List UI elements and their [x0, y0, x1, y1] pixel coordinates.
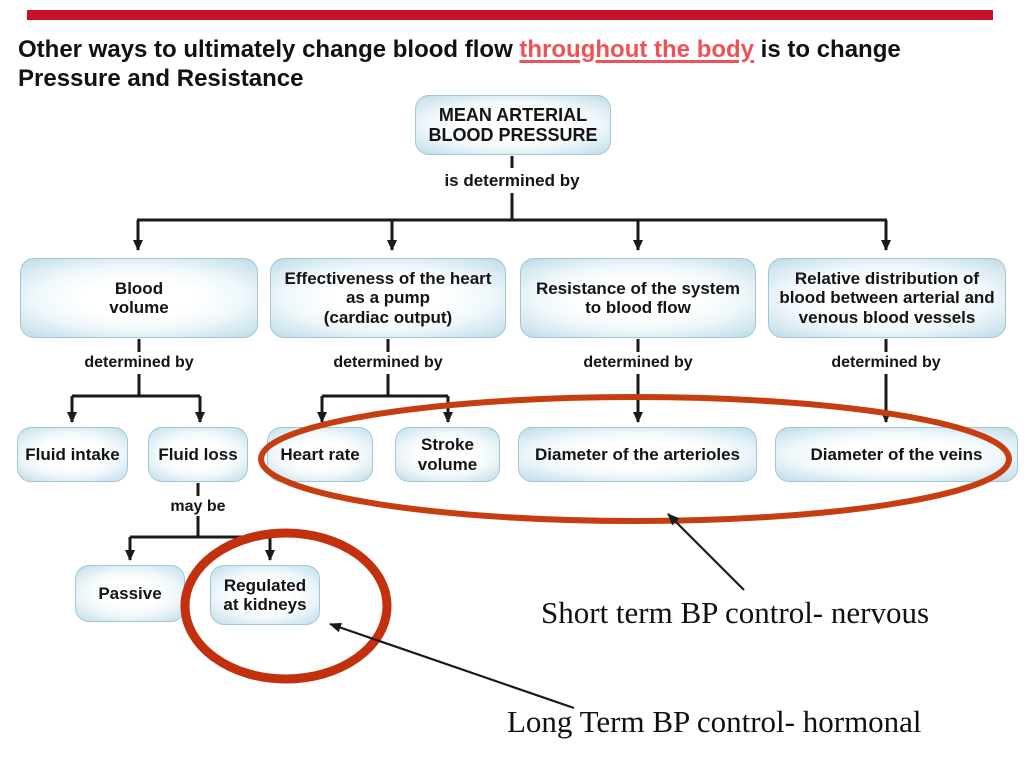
node-heart-rate: Heart rate	[267, 427, 373, 482]
node-diameter-veins: Diameter of the veins	[775, 427, 1018, 482]
title-text-post: is to change	[754, 36, 901, 63]
label-determined-by-4: determined by	[831, 354, 941, 371]
long-term-arrow	[329, 622, 575, 710]
node-fluid-loss: Fluid loss	[148, 427, 248, 482]
node-stroke-volume: Stroke volume	[395, 427, 500, 482]
title-line2: Pressure and Resistance	[18, 64, 304, 92]
top-red-bar	[27, 10, 993, 20]
label-is-determined-by: is determined by	[444, 171, 580, 190]
annotation-long-term: Long Term BP control- hormonal	[507, 704, 922, 739]
node-effectiveness-of-heart: Effectiveness of the heart as a pump (ca…	[270, 258, 506, 338]
annotation-short-term: Short term BP control- nervous	[541, 595, 930, 630]
node-passive: Passive	[75, 565, 185, 622]
node-resistance-of-system: Resistance of the system to blood flow	[520, 258, 756, 338]
label-determined-by-3: determined by	[583, 354, 693, 371]
label-may-be: may be	[170, 498, 226, 515]
node-regulated-at-kidneys: Regulated at kidneys	[210, 565, 320, 625]
label-determined-by-1: determined by	[84, 354, 194, 371]
node-relative-distribution: Relative distribution of blood between a…	[768, 258, 1006, 338]
node-blood-volume: Blood volume	[20, 258, 258, 338]
slide-title: Other ways to ultimately change blood fl…	[18, 36, 998, 94]
label-determined-by-2: determined by	[333, 354, 443, 371]
short-term-arrow	[667, 513, 745, 591]
node-mean-arterial-blood-pressure: MEAN ARTERIAL BLOOD PRESSURE	[415, 95, 611, 155]
node-fluid-intake: Fluid intake	[17, 427, 128, 482]
title-highlight: throughout the body	[519, 36, 755, 63]
node-diameter-arterioles: Diameter of the arterioles	[518, 427, 757, 482]
title-text-pre: Other ways to ultimately change blood fl…	[18, 36, 520, 63]
